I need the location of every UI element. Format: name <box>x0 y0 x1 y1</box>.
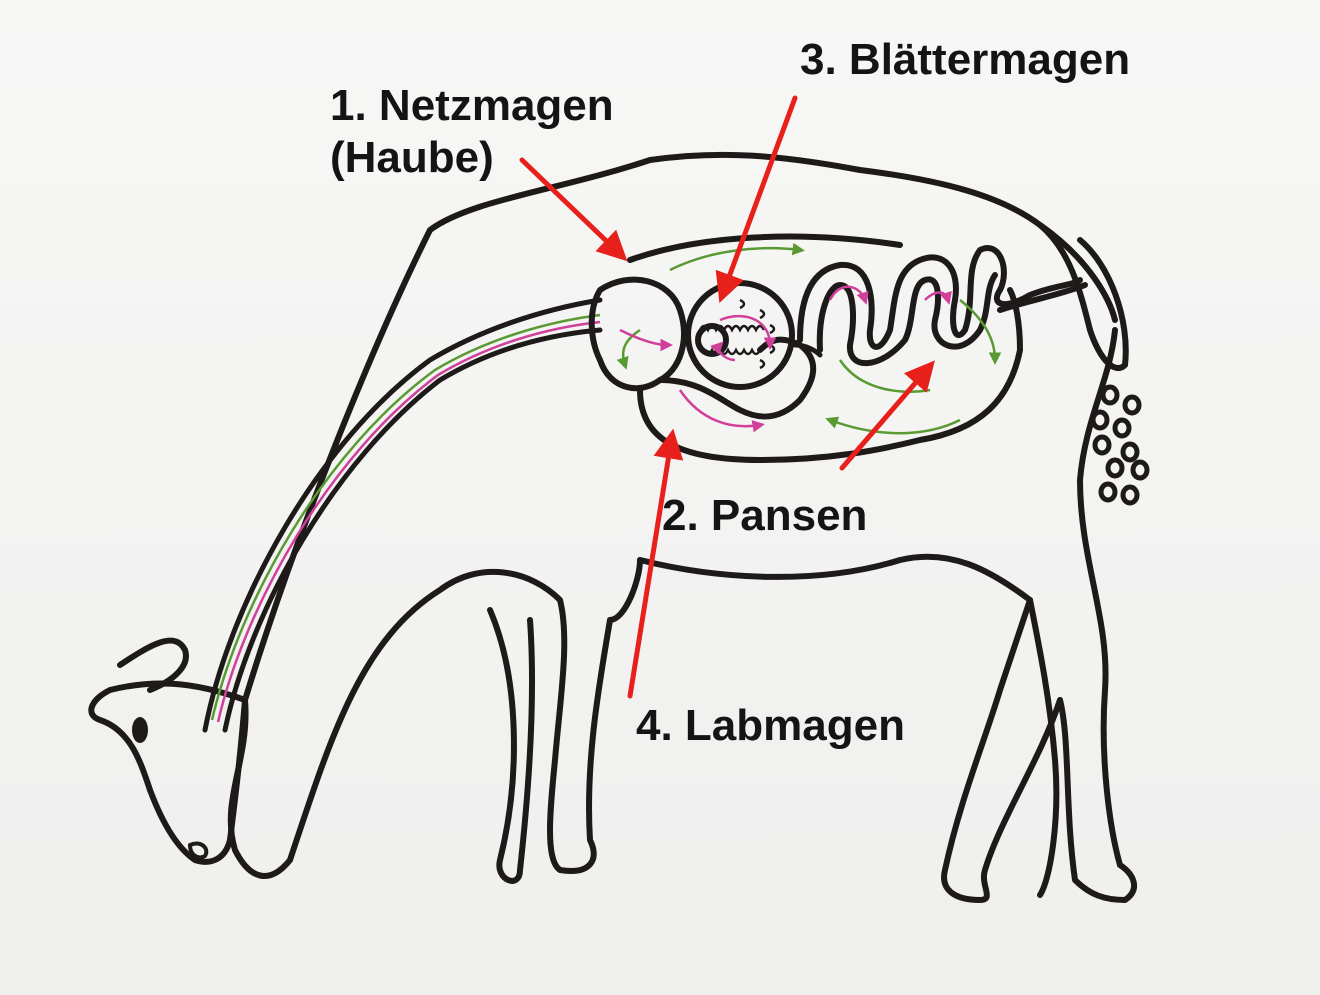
label-netzmagen-line2: (Haube) <box>330 132 614 184</box>
esophagus-flow-pink <box>218 322 600 722</box>
omasum-leaves <box>700 300 774 368</box>
eye <box>132 717 148 743</box>
belly-outline <box>640 557 1030 600</box>
front-leg-back <box>490 610 532 881</box>
nostril <box>190 843 206 857</box>
flow-green-bottom <box>830 420 960 433</box>
label-labmagen: 4. Labmagen <box>636 700 905 752</box>
front-leg-inner <box>610 560 640 620</box>
label-pansen: 2. Pansen <box>662 490 867 542</box>
hind-leg-inner <box>944 600 1060 900</box>
omasum-outer <box>688 283 792 387</box>
arrow-pansen <box>842 366 930 468</box>
label-blaettermagen: 3. Blättermagen <box>800 34 1130 86</box>
hind-leg-front <box>1060 700 1134 900</box>
chest-outline <box>231 572 610 876</box>
droppings <box>1093 387 1147 503</box>
esophagus-upper <box>205 300 600 730</box>
label-netzmagen-line1: 1. Netzmagen <box>330 80 614 132</box>
rumen-outline <box>640 290 1020 460</box>
flow-green-rumen-inner <box>840 360 930 392</box>
label-netzmagen: 1. Netzmagen (Haube) <box>330 80 614 184</box>
reticulum-outline <box>592 280 684 389</box>
back-outline <box>245 155 1115 700</box>
arrow-blaettermagen <box>722 98 795 296</box>
